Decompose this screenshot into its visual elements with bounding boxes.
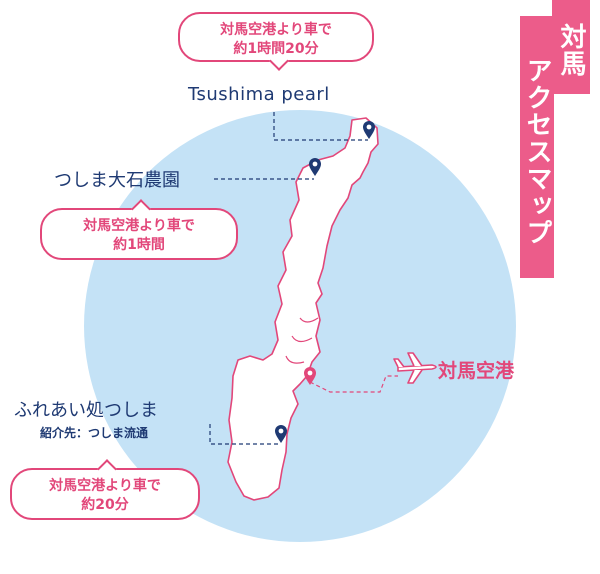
airplane-icon xyxy=(393,352,437,384)
place-label-fureai: ふれあい処つしま xyxy=(14,400,158,421)
place-label-airport: 対馬空港 xyxy=(438,360,515,382)
island-shape xyxy=(227,117,379,501)
connector-pearl xyxy=(273,112,368,141)
map-title-line1: 対馬 xyxy=(552,0,590,94)
travel-time-bubble-farm: 対馬空港より車で 約1時間 xyxy=(40,199,238,260)
airport-pin-icon xyxy=(304,367,316,385)
place-note-fureai: 紹介先：つしま流通 xyxy=(40,426,149,440)
bubble-line-2: 約20分 xyxy=(81,497,129,513)
place-label-oishi-farm: つしま大石農園 xyxy=(54,170,180,191)
connector-airport xyxy=(309,375,398,393)
map-pin-icon xyxy=(309,158,321,176)
map-pin-icon xyxy=(363,121,375,139)
bubble-line-1: 対馬空港より車で xyxy=(49,478,161,494)
place-label-tsushima-pearl: Tsushima pearl xyxy=(188,84,330,105)
map-title-line2: アクセスマップ xyxy=(520,16,554,278)
bubble-line-1: 対馬空港より車で xyxy=(220,22,332,38)
bubble-line-2: 約1時間20分 xyxy=(233,41,319,57)
bubble-line-2: 約1時間 xyxy=(113,237,165,253)
bubble-line-1: 対馬空港より車で xyxy=(83,218,195,234)
connector-fureai xyxy=(209,424,280,445)
bay-line-north xyxy=(299,317,319,323)
travel-time-bubble-fureai: 対馬空港より車で 約20分 xyxy=(10,459,200,520)
map-pin-icon xyxy=(275,425,287,443)
bay-line-middle xyxy=(291,335,313,343)
bay-line-south xyxy=(285,355,305,364)
travel-time-bubble-pearl: 対馬空港より車で 約1時間20分 xyxy=(178,12,374,71)
